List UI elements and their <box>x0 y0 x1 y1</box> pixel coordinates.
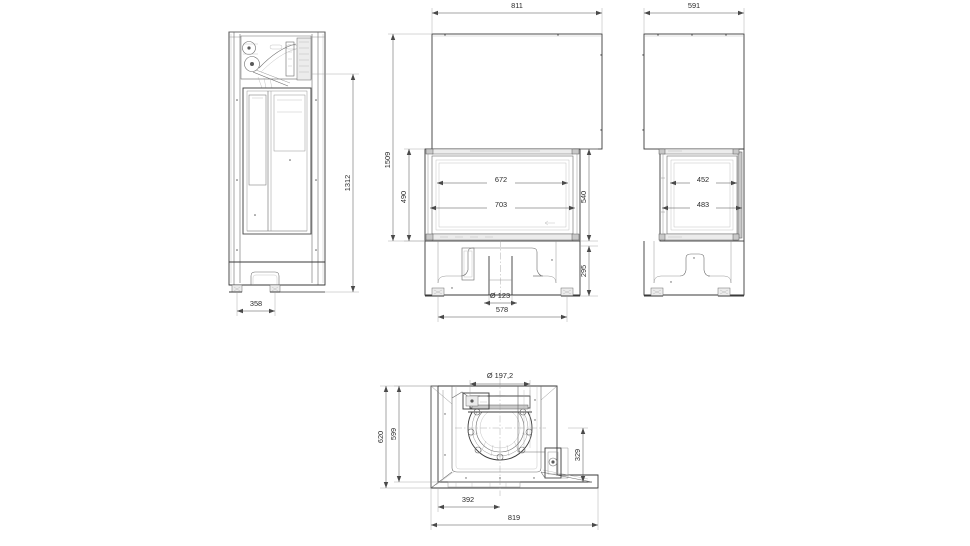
dimension-front-opening-b: 703 <box>429 200 576 211</box>
dimension-front-base: 295 <box>579 245 598 297</box>
dimension-profile-glass-b: 483 <box>661 200 743 211</box>
dimension-side-height: 1312 <box>280 73 359 293</box>
dimension-label-599: 599 <box>389 428 398 440</box>
side-section-view: 1312 358 <box>228 31 359 316</box>
dimension-plan-right-depth: 329 <box>568 427 592 483</box>
dimension-label-819: 819 <box>508 513 520 522</box>
plan-view: Ø 197,2 620 599 329 392 <box>376 371 599 530</box>
dimension-label-diameter-123: Ø 123 <box>490 291 510 300</box>
dimension-front-flue: Ø 123 <box>483 291 518 306</box>
dimension-label-591: 591 <box>688 1 700 10</box>
dimension-plan-depth-inner: 599 <box>389 385 438 483</box>
dimension-front-glass-height: 490 <box>399 148 425 242</box>
dimension-label-452: 452 <box>697 175 709 184</box>
dimension-label-diameter-197-2: Ø 197,2 <box>487 371 513 380</box>
dimension-label-392: 392 <box>462 495 474 504</box>
dimension-label-295: 295 <box>579 265 588 277</box>
front-view: 811 1509 490 672 703 <box>383 1 603 322</box>
dimension-plan-depth-outer: 620 <box>376 385 431 489</box>
dimension-label-490: 490 <box>399 191 408 203</box>
dimension-side-width: 358 <box>236 292 276 316</box>
dimension-label-1312: 1312 <box>343 175 352 191</box>
dimension-label-540: 540 <box>579 191 588 203</box>
profile-view: 591 452 483 <box>642 1 745 297</box>
dimension-front-chamber: 540 <box>579 148 598 242</box>
dimension-label-578: 578 <box>496 305 508 314</box>
dimension-label-672: 672 <box>495 175 507 184</box>
dimension-profile-glass-a: 452 <box>669 175 738 186</box>
dimension-plan-offset: 392 <box>437 488 501 512</box>
dimension-label-329: 329 <box>573 449 582 461</box>
dimension-profile-width: 591 <box>643 1 745 34</box>
dimension-label-620: 620 <box>376 431 385 443</box>
dimension-plan-width: 819 <box>430 488 599 530</box>
dimension-label-483: 483 <box>697 200 709 209</box>
dimension-label-1509: 1509 <box>383 152 392 168</box>
dimension-front-opening-a: 672 <box>436 175 569 186</box>
dimension-label-811: 811 <box>511 1 523 10</box>
dimension-front-legs: 578 <box>437 296 568 322</box>
dimension-label-703: 703 <box>495 200 507 209</box>
dimension-label-358: 358 <box>250 299 262 308</box>
dimension-plan-flue-diameter: Ø 197,2 <box>469 371 531 396</box>
dimension-front-width: 811 <box>431 1 603 34</box>
